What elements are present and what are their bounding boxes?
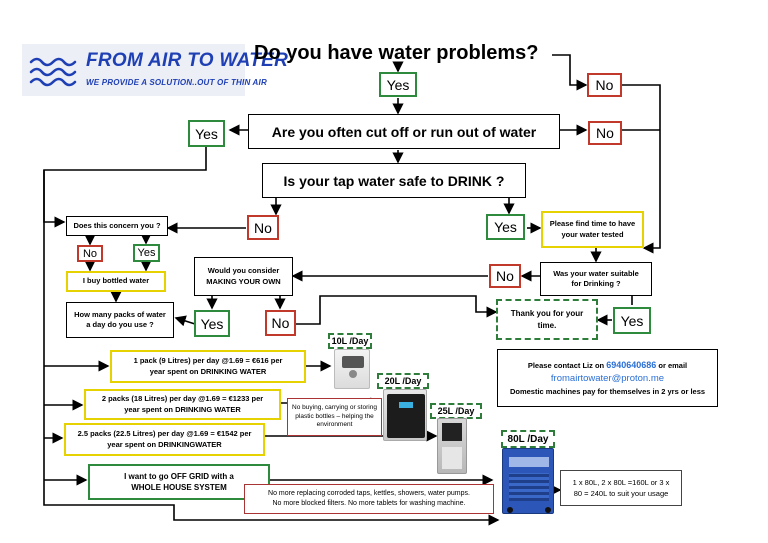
usage-80l-note: 1 x 80L, 2 x 80L =160L or 3 x 80 = 240L … bbox=[560, 470, 682, 506]
off-grid-line-2: WHOLE HOUSE SYSTEM bbox=[131, 483, 227, 492]
no-main: No bbox=[587, 73, 622, 97]
question-water-suitable: Was your water suitable for Drinking ? bbox=[540, 262, 652, 296]
thank-you-note: Thank you for your time. bbox=[496, 299, 598, 340]
no-more-line-2: No more blocked filters. No more tablets… bbox=[272, 500, 466, 507]
option-2-packs: 2 packs (18 Litres) per day @1.69 = €123… bbox=[84, 389, 281, 420]
packs-line-2: a day do you use ? bbox=[86, 320, 154, 329]
contact-prefix: Please contact Liz on bbox=[527, 360, 605, 370]
no-concern: No bbox=[77, 245, 103, 262]
suitable-line-2: for Drinking ? bbox=[571, 279, 621, 288]
option-2-5-packs: 2.5 packs (22.5 Litres) per day @1.69 = … bbox=[64, 423, 265, 456]
no-buying-line-2: plastic bottles – helping the bbox=[295, 412, 374, 420]
machine-20l-label: 20L /Day bbox=[377, 373, 429, 389]
logo-title: FROM AIR TO WATER bbox=[86, 50, 289, 71]
off-grid-line-1: I want to go OFF GRID with a bbox=[124, 471, 234, 481]
please-test-line-2: your water tested bbox=[561, 229, 624, 239]
contact-suffix: or email bbox=[658, 360, 688, 370]
usage-line-1: 1 x 80L, 2 x 80L =160L or 3 x bbox=[572, 477, 670, 487]
waves-icon bbox=[29, 57, 77, 87]
option-1-pack: 1 pack (9 Litres) per day @1.69 = €616 p… bbox=[110, 350, 306, 383]
yes-cut-off: Yes bbox=[188, 120, 225, 147]
yes-concern: Yes bbox=[133, 244, 160, 262]
suitable-line-1: Was your water suitable bbox=[553, 268, 639, 278]
logo-subtitle: WE PROVIDE A SOLUTION..OUT OF THIN AIR bbox=[86, 78, 267, 87]
yes-suitable: Yes bbox=[613, 307, 651, 334]
question-tap-safe: Is your tap water safe to DRINK ? bbox=[262, 163, 526, 198]
no-buying-line-1: No buying, carrying or storing bbox=[292, 403, 377, 411]
option-2-line-2: year spent on DRINKING WATER bbox=[124, 404, 241, 414]
yes-main: Yes bbox=[379, 72, 417, 97]
question-concern: Does this concern you ? bbox=[66, 216, 168, 236]
buy-bottled-water: I buy bottled water bbox=[66, 271, 166, 292]
machine-25l-label: 25L /Day bbox=[430, 403, 482, 419]
making-own-line-2: MAKING YOUR OWN bbox=[206, 276, 281, 286]
question-making-own: Would you consider MAKING YOUR OWN bbox=[194, 257, 293, 296]
no-buying-line-3: environment bbox=[316, 421, 353, 429]
contact-line-1: Please contact Liz on 6940640686 or emai… bbox=[528, 359, 687, 373]
option-3-line-2: year spent on DRINKINGWATER bbox=[107, 439, 222, 449]
no-cut-off: No bbox=[588, 121, 622, 145]
packs-line-1: How many packs of water bbox=[74, 309, 166, 319]
please-test-water: Please find time to have your water test… bbox=[541, 211, 644, 248]
no-more-replacing-note: No more replacing corroded taps, kettles… bbox=[244, 484, 494, 514]
contact-email[interactable]: fromairtowater@proton.me bbox=[550, 373, 665, 384]
contact-phone[interactable]: 6940640686 bbox=[606, 359, 657, 370]
usage-line-2: 80 = 240L to suit your usage bbox=[573, 489, 669, 498]
thank-you-line-2: time. bbox=[537, 320, 557, 330]
yes-making-own: Yes bbox=[194, 310, 230, 337]
machine-10l-image bbox=[334, 349, 370, 389]
no-more-line-1: No more replacing corroded taps, kettles… bbox=[268, 489, 470, 497]
option-3-line-1: 2.5 packs (22.5 Litres) per day @1.69 = … bbox=[77, 429, 252, 439]
main-question: Do you have water problems? bbox=[254, 42, 539, 64]
option-1-line-1: 1 pack (9 Litres) per day @1.69 = €616 p… bbox=[133, 356, 283, 366]
making-own-line-1: Would you consider bbox=[207, 266, 280, 276]
machine-80l-image bbox=[502, 448, 554, 514]
off-grid-option: I want to go OFF GRID with a WHOLE HOUSE… bbox=[88, 464, 270, 500]
thank-you-line-1: Thank you for your bbox=[510, 309, 584, 319]
machine-80l-label: 80L /Day bbox=[501, 430, 555, 448]
no-making-own: No bbox=[265, 310, 296, 336]
no-tap-safe: No bbox=[247, 215, 279, 240]
option-1-line-2: year spent on DRINKING WATER bbox=[149, 366, 267, 376]
machine-25l-image bbox=[437, 418, 467, 474]
option-2-line-1: 2 packs (18 Litres) per day @1.69 = €123… bbox=[101, 394, 264, 404]
no-buying-note: No buying, carrying or storing plastic b… bbox=[287, 398, 382, 436]
contact-box: Please contact Liz on 6940640686 or emai… bbox=[497, 349, 718, 407]
brand-logo: FROM AIR TO WATER WE PROVIDE A SOLUTION.… bbox=[22, 44, 288, 96]
machine-10l-label: 10L /Day bbox=[328, 333, 372, 349]
no-suitable: No bbox=[489, 264, 521, 288]
machine-20l-image bbox=[383, 389, 427, 441]
contact-line-3: Domestic machines pay for themselves in … bbox=[509, 387, 706, 397]
question-cut-off: Are you often cut off or run out of wate… bbox=[248, 114, 560, 149]
yes-tap-safe: Yes bbox=[486, 214, 525, 240]
question-packs-per-day: How many packs of water a day do you use… bbox=[66, 302, 174, 338]
please-test-line-1: Please find time to have bbox=[549, 219, 636, 229]
